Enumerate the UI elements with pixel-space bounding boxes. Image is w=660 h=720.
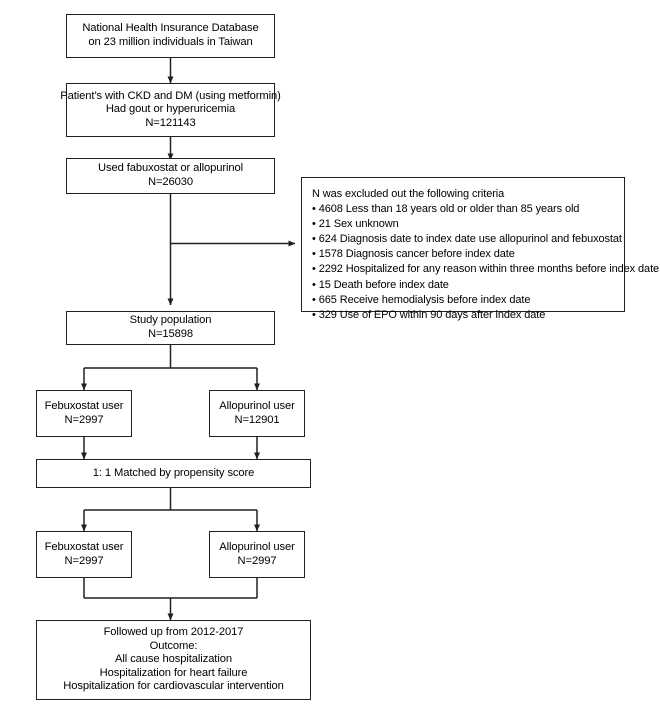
node-line: Hospitalization for cardiovascular inter… — [63, 680, 284, 693]
node-line: Had gout or hyperuricemia — [105, 103, 236, 116]
node-febuxostat-user-prematch: Febuxostat user N=2997 — [36, 390, 132, 437]
exclusion-item: 2292 Hospitalized for any reason within … — [312, 262, 659, 277]
node-line: Study population — [129, 314, 212, 327]
node-line: N=2997 — [64, 554, 104, 567]
node-allopurinol-user-prematch: Allopurinol user N=12901 — [209, 390, 305, 437]
node-line: N=121143 — [145, 116, 196, 129]
node-line: Patient’s with CKD and DM (using metform… — [60, 89, 281, 102]
node-line: N=12901 — [234, 413, 280, 426]
node-line: on 23 million individuals in Taiwan — [88, 36, 253, 48]
node-propensity-score-matching: 1: 1 Matched by propensity score — [36, 459, 311, 488]
node-line: Hospitalization for heart failure — [99, 666, 248, 679]
exclusion-item: 329 Use of EPO within 90 days after inde… — [312, 308, 546, 323]
exclusion-item: 4608 Less than 18 years old or older tha… — [312, 202, 580, 217]
node-exclusion-criteria: N was excluded out the following criteri… — [301, 177, 659, 321]
exclusion-item: 624 Diagnosis date to index date use all… — [312, 232, 622, 247]
node-study-population: Study population N=15898 — [66, 311, 275, 345]
node-line: N=15898 — [147, 328, 194, 340]
exclusion-header: N was excluded out the following criteri… — [312, 188, 505, 200]
node-national-health-insurance-database: National Health Insurance Database on 23… — [66, 14, 275, 58]
node-line: Allopurinol user — [219, 540, 295, 553]
node-line: N=2997 — [237, 554, 277, 567]
node-followup-outcomes: Followed up from 2012-2017 Outcome: All … — [36, 620, 311, 700]
node-allopurinol-user-postmatch: Allopurinol user N=2997 — [209, 531, 305, 578]
exclusion-item: 1578 Diagnosis cancer before index date — [312, 247, 515, 262]
node-febuxostat-or-allopurinol-users: Used fabuxostat or allopurinol N=26030 — [66, 158, 275, 194]
exclusion-item: 15 Death before index date — [312, 278, 449, 293]
node-line: N=26030 — [147, 176, 194, 188]
node-line: Febuxostat user — [44, 540, 124, 553]
node-line: Outcome: — [149, 639, 198, 652]
node-febuxostat-user-postmatch: Febuxostat user N=2997 — [36, 531, 132, 578]
node-line: N=2997 — [64, 413, 104, 426]
node-line: Febuxostat user — [44, 399, 124, 412]
exclusion-item: 21 Sex unknown — [312, 217, 399, 232]
node-line: Used fabuxostat or allopurinol — [97, 162, 243, 175]
exclusion-item: 665 Receive hemodialysis before index da… — [312, 293, 531, 308]
node-line: National Health Insurance Database — [82, 22, 259, 35]
node-line: 1: 1 Matched by propensity score — [92, 466, 255, 479]
node-line: Followed up from 2012-2017 — [103, 626, 244, 639]
node-ckd-dm-gout-cohort: Patient’s with CKD and DM (using metform… — [60, 83, 281, 137]
node-line: All cause hospitalization — [115, 653, 232, 666]
node-line: Allopurinol user — [219, 399, 295, 412]
